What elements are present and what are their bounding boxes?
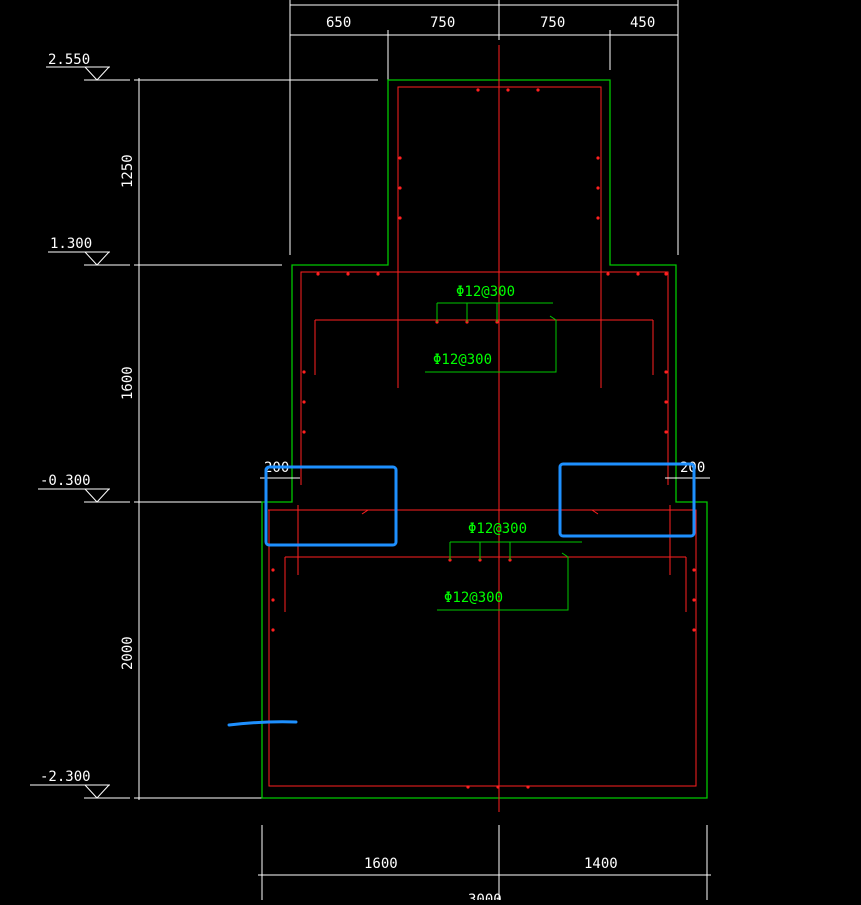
rebar-leaders	[425, 302, 582, 611]
top-dim-2: 750	[430, 15, 455, 31]
top-dim-4: 450	[630, 15, 655, 31]
rebar-cage	[268, 86, 697, 787]
concrete-outline	[261, 79, 708, 799]
highlight-box-right	[558, 462, 696, 538]
rebar-label-2: Φ12@300	[433, 352, 492, 368]
bottom-dim-total: 3000	[468, 892, 502, 900]
vertical-dim-2: 1600	[120, 366, 136, 400]
level-label-4: -2.300	[40, 769, 91, 785]
level-marker-2	[48, 251, 130, 266]
bottom-dim-2: 1400	[584, 856, 618, 872]
vertical-dim-1: 1250	[120, 154, 136, 188]
level-label-3: -0.300	[40, 473, 91, 489]
rebar-label-4: Φ12@300	[444, 590, 503, 606]
level-label-2: 1.300	[50, 236, 92, 252]
highlight-box-left	[264, 465, 398, 547]
rebar-dots	[271, 88, 696, 789]
level-marker-3	[38, 488, 130, 503]
bottom-dimension-chain	[258, 825, 711, 900]
level-marker-1	[46, 66, 130, 81]
level-marker-4	[30, 784, 130, 799]
top-dimension-chain	[289, 0, 679, 255]
top-dim-1: 650	[326, 15, 351, 31]
top-dim-3: 750	[540, 15, 565, 31]
highlight-stroke	[227, 720, 298, 727]
level-label-1: 2.550	[48, 52, 90, 68]
vertical-dim-3: 2000	[120, 636, 136, 670]
bottom-dim-1: 1600	[364, 856, 398, 872]
rebar-label-3: Φ12@300	[468, 521, 527, 537]
vertical-dimension-chain	[134, 78, 378, 800]
rebar-label-1: Φ12@300	[456, 284, 515, 300]
